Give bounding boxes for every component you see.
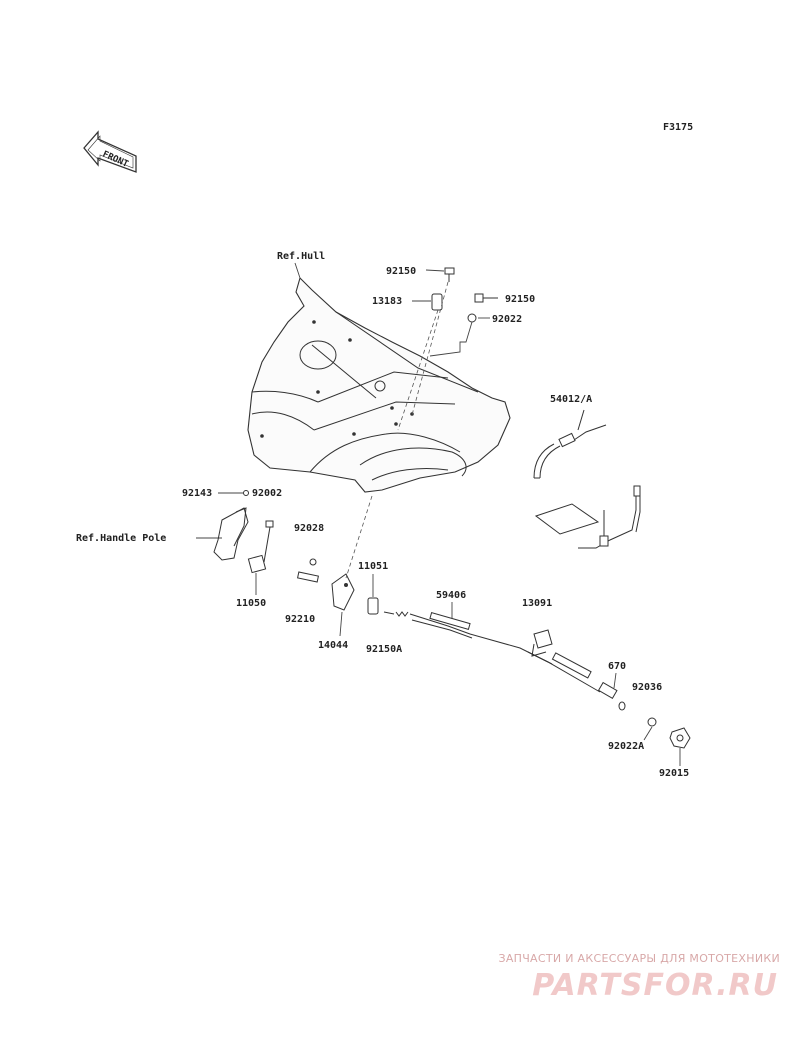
nut-92210-icon — [297, 558, 319, 583]
label-92015: 92015 — [659, 768, 689, 779]
holder-13183-icon — [431, 293, 443, 311]
hull — [247, 276, 511, 493]
label-14044: 14044 — [318, 640, 348, 651]
bolt-92028-icon — [263, 520, 274, 563]
label-92036: 92036 — [632, 682, 662, 693]
figure-code: F3175 — [663, 122, 693, 133]
ring-92036-icon — [618, 701, 626, 711]
bracket-14044-icon — [331, 573, 355, 611]
label-54012: 54012/A — [550, 394, 592, 405]
watermark-logo: PARTSFOR.RU — [532, 968, 778, 1003]
label-13183: 13183 — [372, 296, 402, 307]
joint-11051-icon — [367, 597, 379, 615]
ref-handle-pole-label: Ref.Handle Pole — [76, 533, 166, 544]
throttle-bracket-icon — [534, 485, 641, 549]
nut-92015-icon — [669, 727, 691, 749]
label-92002: 92002 — [252, 488, 282, 499]
label-92143: 92143 — [182, 488, 212, 499]
front-arrow-icon: FRONT — [83, 130, 137, 173]
label-670: 670 — [608, 661, 626, 672]
washer-92022-icon — [467, 313, 477, 323]
fitting-670-icon — [597, 681, 618, 700]
watermark-tagline: ЗАПЧАСТИ И АКСЕССУАРЫ ДЛЯ МОТОТЕХНИКИ — [498, 952, 780, 965]
label-92150-right: 92150 — [505, 294, 535, 305]
handle-pole-bracket-icon — [213, 507, 249, 561]
label-11050: 11050 — [236, 598, 266, 609]
label-92022: 92022 — [492, 314, 522, 325]
label-59406: 59406 — [436, 590, 466, 601]
ref-hull-label: Ref.Hull — [277, 251, 325, 262]
cable-59406-icon — [409, 611, 601, 693]
label-92210: 92210 — [285, 614, 315, 625]
block-11050-icon — [247, 554, 267, 574]
washer-92022A-icon — [647, 717, 657, 727]
label-11051: 11051 — [358, 561, 388, 572]
throttle-cable-54012-icon — [533, 409, 607, 479]
holder-13091-icon — [531, 629, 553, 657]
label-92022A: 92022A — [608, 741, 644, 752]
clip-92150-icon — [474, 293, 498, 303]
clip-92150A-icon — [383, 611, 409, 617]
label-92150-top: 92150 — [386, 266, 416, 277]
bolt-92150-icon — [444, 267, 455, 282]
label-13091: 13091 — [522, 598, 552, 609]
label-92150A: 92150A — [366, 644, 402, 655]
label-92028: 92028 — [294, 523, 324, 534]
